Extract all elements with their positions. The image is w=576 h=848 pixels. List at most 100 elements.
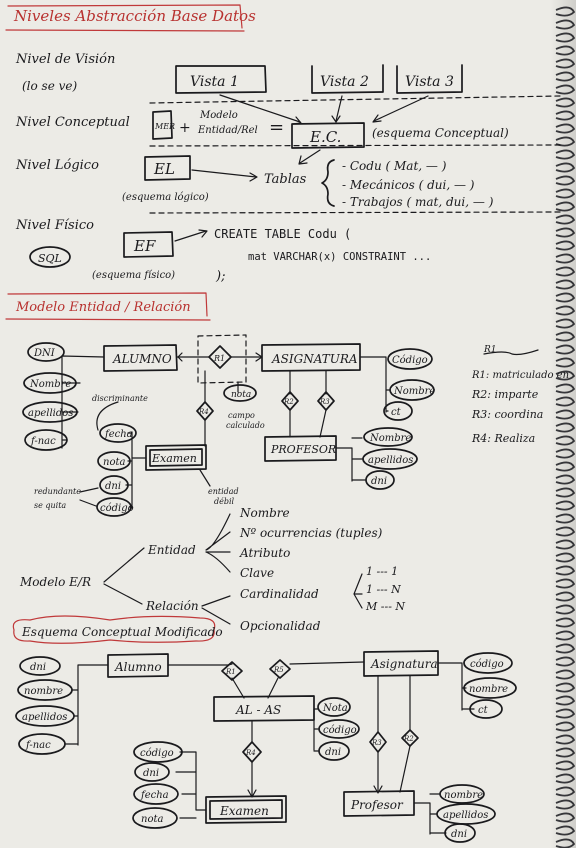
text-codigo: Código xyxy=(392,355,428,366)
profesor-attr-lines xyxy=(335,437,367,482)
text2-r1: R1 xyxy=(225,668,236,676)
attr-dni-prof xyxy=(365,470,395,490)
cloud-title xyxy=(12,615,216,644)
text2-r2: R2 xyxy=(403,735,414,743)
section-title-er: Modelo Entidad / Relación xyxy=(15,300,191,315)
attr-nota xyxy=(97,451,131,471)
spiral-loop xyxy=(555,695,576,706)
text-fecha: fecha xyxy=(104,429,133,440)
entity-profesor xyxy=(264,435,337,462)
tree-branches-entidad xyxy=(205,513,231,573)
text2-nota-examen: nota xyxy=(141,814,163,825)
spiral-loop xyxy=(555,45,576,56)
arrow-entidad-debil xyxy=(199,469,211,487)
attr-ct xyxy=(383,401,413,421)
text-dni: DNI xyxy=(33,348,56,359)
tree-root: Modelo E/R xyxy=(19,575,91,589)
box-vista-1 xyxy=(175,65,267,94)
spiral-loop xyxy=(555,448,576,459)
spiral-loop xyxy=(555,825,576,836)
spiral-loop xyxy=(555,97,576,108)
spiral-loop xyxy=(555,409,576,420)
entity-asignatura xyxy=(261,343,361,372)
attr2-codigo-examen xyxy=(133,741,183,763)
text-fnac: f-nac xyxy=(30,436,56,447)
tree-nombre: Nombre xyxy=(239,506,290,520)
text2-fecha-examen: fecha xyxy=(140,790,169,801)
arrow-ef-sql xyxy=(174,230,207,242)
legend-r2: R2: imparte xyxy=(471,388,539,401)
spiral-loop xyxy=(555,214,576,225)
text-vista-3: Vista 3 xyxy=(405,74,454,90)
arrow-redundante xyxy=(79,487,99,507)
box-mer xyxy=(152,110,173,140)
arrowhead xyxy=(373,785,383,794)
text2-r4: R4 xyxy=(245,749,256,757)
tree-branches-relacion xyxy=(201,595,231,625)
arrow-vista2-ec xyxy=(335,95,343,122)
attr2-nota-alas xyxy=(317,697,351,717)
attr-nombre xyxy=(23,372,77,394)
attr2-codigo xyxy=(463,652,513,674)
separator-conceptual xyxy=(149,144,561,147)
spiral-loop xyxy=(555,760,576,771)
spiral-loop xyxy=(555,773,576,784)
text-vista-1: Vista 1 xyxy=(190,74,239,90)
tree-relacion: Relación xyxy=(145,599,199,613)
box-vista-3 xyxy=(396,64,463,94)
text-r1: R1 xyxy=(213,354,225,363)
attr2-fnac xyxy=(18,733,66,755)
text-tabla-2: - Mecánicos ( dui, — ) xyxy=(342,178,475,192)
spiral-loop xyxy=(555,565,576,576)
text-calculado: calculado xyxy=(226,421,265,430)
spiral-loop xyxy=(555,370,576,381)
tree-card-2: 1 --- N xyxy=(366,583,401,596)
text-debil: débil xyxy=(214,497,235,506)
spiral-loop xyxy=(555,344,576,355)
relation-r2 xyxy=(281,391,299,411)
text-dni-examen: dni xyxy=(105,481,121,492)
spiral-loop xyxy=(555,526,576,537)
text-mer: MER xyxy=(154,122,175,131)
attr-codigo xyxy=(387,348,433,370)
asig2-attr-lines xyxy=(437,662,475,711)
spiral-loop xyxy=(555,500,576,511)
attr2-ct xyxy=(469,699,503,719)
tree-clave: Clave xyxy=(240,566,274,580)
attr2-nombre xyxy=(17,679,73,701)
spiral-loop xyxy=(555,71,576,82)
text-alumno: ALUMNO xyxy=(112,352,172,366)
text2-ct: ct xyxy=(478,705,489,716)
text-asignatura-2: Asignatura xyxy=(370,657,438,671)
box-el xyxy=(144,155,191,181)
spiral-loop xyxy=(555,279,576,290)
lines2-asig-prof xyxy=(377,675,411,793)
alumno2-attr-lines xyxy=(65,664,109,746)
text-ec: E.C. xyxy=(309,128,341,146)
tree-branches-card xyxy=(353,573,363,609)
entity-examen xyxy=(145,444,207,471)
attr2-codigo-alas xyxy=(318,719,360,739)
attr-nombre-prof xyxy=(363,427,413,447)
text-tabla-3: - Trabajos ( mat, dui, — ) xyxy=(342,195,494,209)
text-campo: campo xyxy=(228,411,255,420)
legend-r3: R3: coordina xyxy=(471,408,543,421)
spiral-loop xyxy=(555,32,576,43)
attr2-nombre-asig xyxy=(463,677,517,699)
spiral-loop xyxy=(555,123,576,134)
spiral-loop xyxy=(555,19,576,30)
entity-alumno-2 xyxy=(107,653,169,678)
text-nombre-asig: Nombre xyxy=(393,386,435,397)
tree-card-3: M --- N xyxy=(365,600,405,613)
label-nivel-conceptual: Nivel Conceptual xyxy=(15,115,130,130)
arrowhead xyxy=(177,352,183,362)
spiral-loop xyxy=(555,136,576,147)
text2-codigo-examen: código xyxy=(140,748,174,759)
text2-nombre-asig: nombre xyxy=(469,684,508,695)
text-plus: + xyxy=(179,120,191,136)
note-nivel-vision: (lo se ve) xyxy=(22,79,78,93)
arrowhead xyxy=(198,229,208,238)
spiral-loop xyxy=(555,110,576,121)
spiral-loop xyxy=(555,58,576,69)
